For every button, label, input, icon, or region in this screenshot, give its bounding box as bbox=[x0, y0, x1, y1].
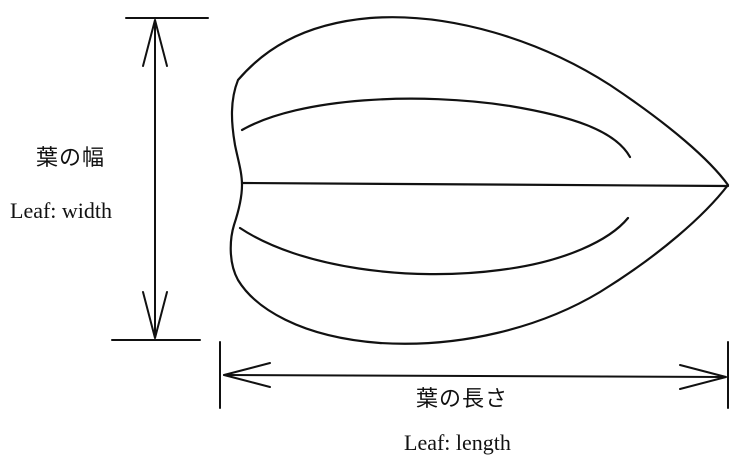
leaf-lower-vein bbox=[238, 216, 630, 276]
width-label-japanese: 葉の幅 bbox=[36, 146, 106, 171]
leaf-outline bbox=[229, 16, 730, 345]
width-arrow-top bbox=[142, 19, 168, 67]
leaf-midrib bbox=[240, 181, 730, 188]
length-label-english: Leaf: length bbox=[404, 430, 511, 455]
length-arrow-left bbox=[223, 362, 271, 388]
length-dimension-line bbox=[223, 374, 725, 378]
length-arrow-right bbox=[679, 364, 727, 390]
width-label-english: Leaf: width bbox=[10, 198, 113, 223]
length-label-japanese: 葉の長さ bbox=[416, 387, 509, 412]
width-arrow-bottom bbox=[142, 291, 168, 339]
leaf-upper-vein bbox=[240, 97, 632, 159]
